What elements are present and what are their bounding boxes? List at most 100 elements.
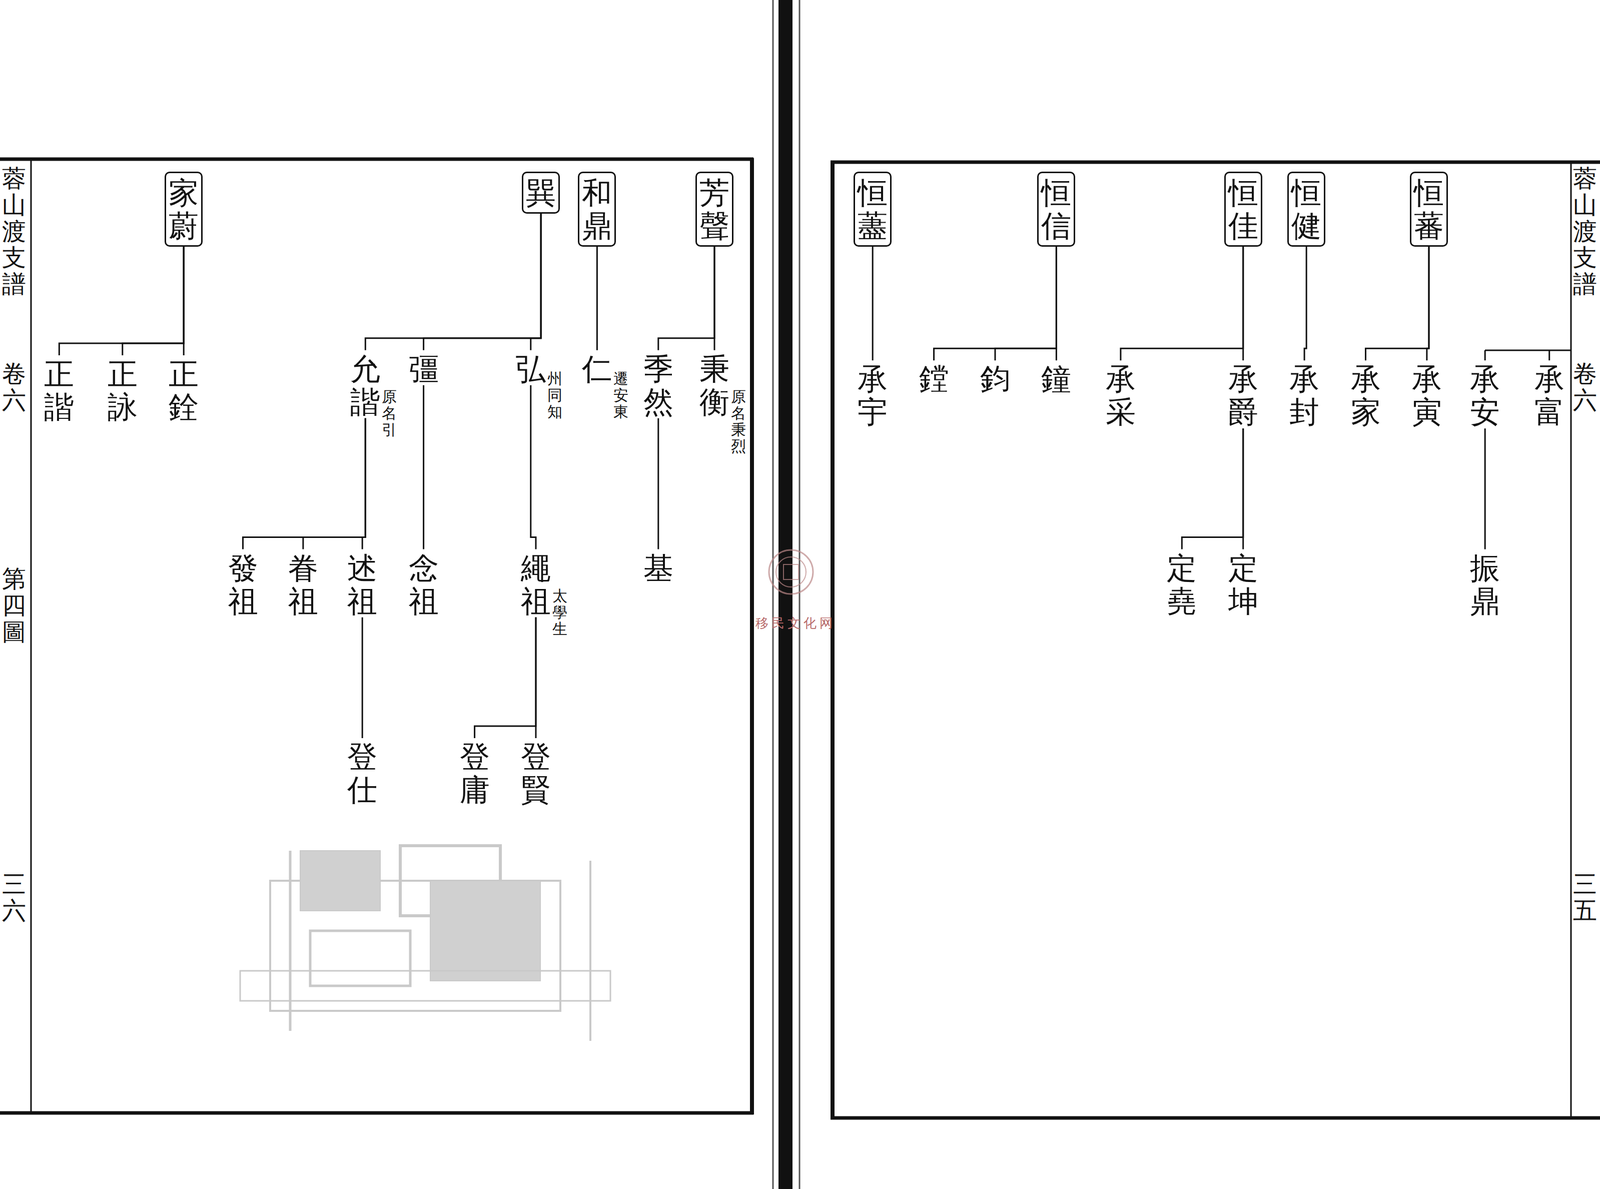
person-name: 念祖	[408, 551, 439, 618]
descendant-name: 登庸	[459, 739, 490, 807]
person-name: 定堯	[1166, 551, 1197, 618]
book-gutter	[772, 0, 800, 1189]
name-note: 原名秉烈	[730, 388, 746, 455]
person-name: 承家	[1350, 362, 1381, 429]
descendant-name: 承爵	[1228, 362, 1259, 429]
person-name: 仁	[581, 352, 612, 386]
ancestor-name-box: 恒佳	[1224, 171, 1263, 247]
ancestor-name-box: 芳聲	[695, 171, 734, 247]
person-name: 承爵	[1228, 362, 1259, 429]
lineage-line	[530, 213, 541, 351]
person-name: 家蔚	[168, 176, 199, 243]
person-name: 登仕	[347, 739, 378, 807]
lineage-line	[530, 385, 536, 550]
person-name: 恒信	[1041, 176, 1072, 243]
descendant-name: 眷祖	[288, 551, 319, 618]
person-name: 季然	[643, 352, 674, 419]
person-name: 弘	[515, 352, 546, 386]
person-name: 秉衡	[699, 352, 730, 419]
person-name: 承宇	[857, 362, 888, 429]
descendant-name: 承安	[1469, 362, 1500, 429]
person-name: 正諧	[44, 357, 75, 424]
descendant-name: 承富	[1534, 362, 1565, 429]
person-name: 定坤	[1228, 551, 1259, 618]
person-name: 允諧	[350, 352, 381, 419]
person-name: 恒蕃	[1413, 176, 1444, 243]
person-name: 正銓	[168, 357, 199, 424]
margin-title: 蓉山渡支譜	[2, 165, 27, 298]
person-name: 鐘	[1041, 362, 1072, 396]
descendant-name: 季然	[643, 352, 674, 419]
margin-title: 卷六	[1572, 360, 1597, 414]
descendant-name: 鐘	[1041, 362, 1072, 396]
descendant-name: 正銓	[168, 357, 199, 424]
descendant-name: 登賢	[520, 739, 551, 807]
lineage-line	[1304, 246, 1307, 361]
descendant-name: 發祖	[228, 551, 259, 618]
ancestor-name-box: 恒信	[1037, 171, 1076, 247]
descendant-name: 定坤	[1228, 551, 1259, 618]
descendant-name: 允諧原名引	[350, 352, 381, 419]
lineage-line	[303, 418, 366, 550]
person-name: 恒佳	[1228, 176, 1259, 243]
descendant-name: 正諧	[44, 357, 75, 424]
descendant-name: 承宇	[857, 362, 888, 429]
descendant-name: 承寅	[1411, 362, 1442, 429]
person-name: 眷祖	[288, 551, 319, 618]
lineage-line	[59, 246, 184, 356]
descendant-name: 念祖	[408, 551, 439, 618]
descendant-name: 弘州同知	[515, 352, 546, 386]
descendant-name: 基	[643, 551, 674, 585]
lineage-line	[243, 418, 366, 550]
descendant-name: 承家	[1350, 362, 1381, 429]
person-name: 正詠	[107, 357, 138, 424]
margin-title: 第四圖	[2, 565, 27, 645]
person-name: 芳聲	[699, 176, 730, 243]
ancestor-name-box: 家蔚	[164, 171, 203, 247]
lineage-line	[1484, 428, 1486, 549]
faded-illustration	[240, 845, 611, 1041]
lineage-line	[658, 246, 715, 351]
person-name: 述祖	[347, 551, 378, 618]
lineage-line	[657, 418, 659, 550]
descendant-name: 登仕	[347, 739, 378, 807]
lineage-line	[934, 246, 1057, 361]
margin-title: 卷六	[2, 360, 27, 414]
lineage-line	[474, 617, 536, 738]
descendant-name: 鈞	[980, 362, 1011, 396]
person-name: 承寅	[1411, 362, 1442, 429]
lineage-line	[365, 213, 541, 351]
continuation-bracket	[1484, 349, 1571, 352]
watermark: 移民文化网	[755, 614, 836, 632]
person-name: 彊	[408, 352, 439, 386]
ancestor-name-box: 恒蕃	[1409, 171, 1448, 247]
lineage-line	[422, 385, 425, 550]
descendant-name: 定堯	[1166, 551, 1197, 618]
descendant-name: 繩祖太學生	[520, 551, 551, 618]
person-name: 承富	[1534, 362, 1565, 429]
lineage-line	[1120, 246, 1244, 361]
descendant-name: 述祖	[347, 551, 378, 618]
lineage-line	[423, 213, 542, 351]
descendant-name: 仁遷安東	[581, 352, 612, 386]
person-name: 繩祖	[520, 551, 551, 618]
margin-title: 蓉山渡支譜	[1572, 165, 1597, 298]
descendant-name: 秉衡原名秉烈	[699, 352, 730, 419]
person-name: 登賢	[520, 739, 551, 807]
ancestor-name-box: 恒健	[1287, 171, 1326, 247]
name-note: 原名引	[381, 388, 397, 438]
descendant-name: 正詠	[107, 357, 138, 424]
person-name: 承安	[1469, 362, 1500, 429]
seal-stamp	[768, 549, 814, 594]
ancestor-name-box: 恒藎	[853, 171, 892, 247]
right-page-frame	[830, 160, 1600, 1120]
descendant-name: 承封	[1289, 362, 1320, 429]
person-name: 登庸	[459, 739, 490, 807]
continuation-tick	[1484, 350, 1486, 361]
person-name: 鈞	[980, 362, 1011, 396]
person-name: 和鼎	[581, 176, 612, 243]
lineage-line	[872, 246, 874, 361]
lineage-line	[596, 246, 598, 351]
person-name: 發祖	[228, 551, 259, 618]
person-name: 承采	[1105, 362, 1136, 429]
